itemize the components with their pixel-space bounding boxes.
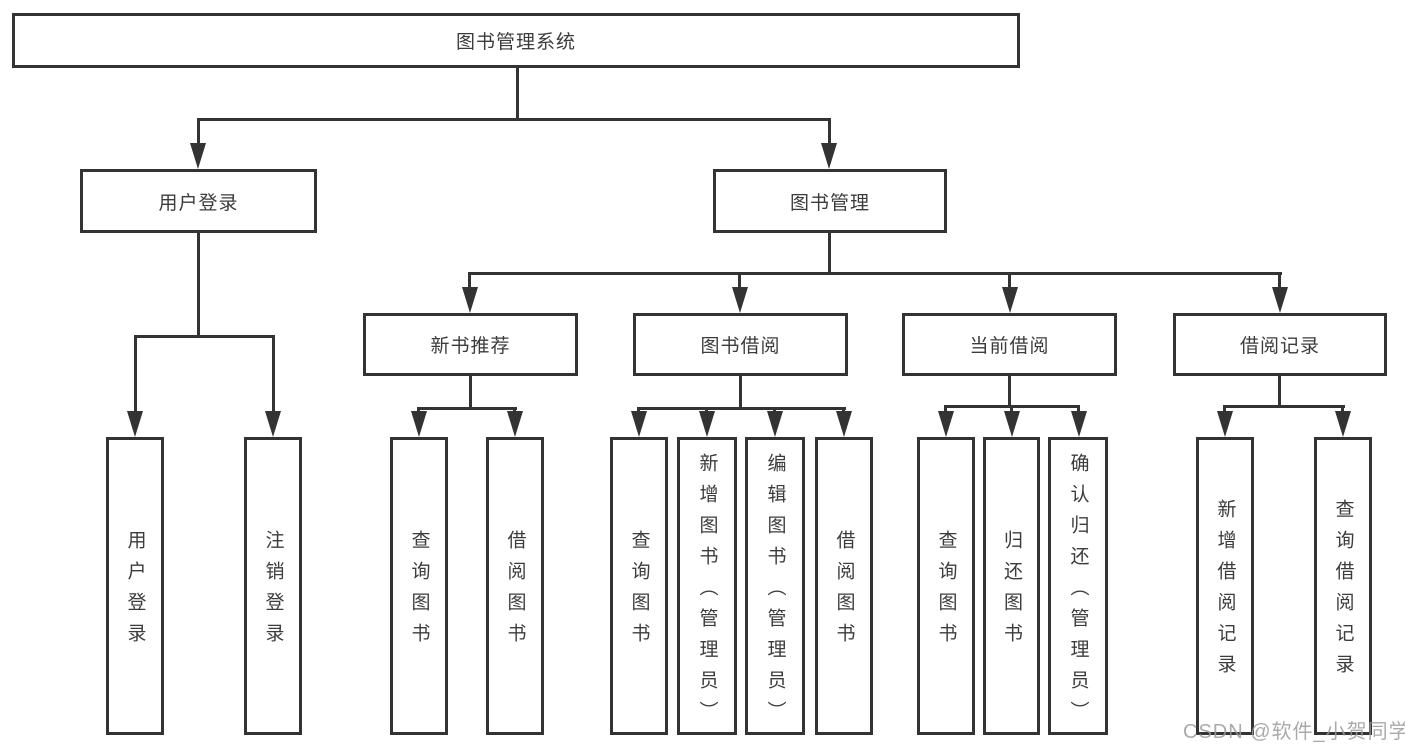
connector-vline	[1278, 272, 1281, 289]
leaf-recommend-borrow-books-label: 借阅图书	[504, 530, 526, 654]
arrow-down	[462, 287, 478, 313]
arrow-down	[1217, 411, 1233, 437]
branch-user-login: 用户登录	[80, 169, 317, 233]
leaf-records-add-borrow-record: 新增借阅记录	[1196, 437, 1254, 735]
leaf-borrowing-add-books-admin-label: 新增图书（管理员）	[696, 452, 718, 732]
arrow-down	[631, 411, 647, 437]
leaf-borrowing-edit-books-admin-label: 编辑图书（管理员）	[764, 452, 786, 732]
connector-vline	[944, 405, 947, 415]
leaf-borrowing-query-books: 查询图书	[610, 437, 668, 735]
connector-vline	[1278, 376, 1281, 408]
group-book-borrowing: 图书借阅	[633, 313, 848, 376]
connector-vline	[197, 118, 200, 146]
group-new-book-recommend-label: 新书推荐	[430, 336, 511, 357]
leaf-current-return-books-label: 归还图书	[1001, 530, 1022, 654]
csdn-watermark: CSDN @软件_小贺同学	[1183, 721, 1405, 743]
arrow-down	[1335, 411, 1351, 437]
leaf-current-return-books: 归还图书	[983, 437, 1040, 735]
connector-hline	[197, 118, 831, 121]
connector-vline	[738, 272, 741, 289]
arrow-down	[1272, 287, 1288, 313]
branch-book-management-label: 图书管理	[789, 192, 870, 214]
group-current-borrowing-label: 当前借阅	[969, 336, 1050, 357]
leaf-current-query-books: 查询图书	[917, 437, 975, 735]
root-node-library-management-system: 图书管理系统	[12, 13, 1020, 68]
leaf-user-login: 用户登录	[106, 437, 164, 735]
connector-vline	[469, 376, 472, 410]
arrow-down	[938, 411, 954, 437]
arrow-down	[507, 411, 523, 437]
connector-vline	[197, 233, 200, 337]
connector-vline	[1077, 405, 1080, 415]
arrow-down	[821, 143, 837, 169]
leaf-logout: 注销登录	[244, 437, 302, 735]
group-current-borrowing: 当前借阅	[902, 313, 1117, 376]
branch-user-login-label: 用户登录	[158, 192, 239, 214]
leaf-borrowing-add-books-admin: 新增图书（管理员）	[677, 437, 737, 735]
connector-vline	[516, 68, 519, 120]
group-borrow-records-label: 借阅记录	[1239, 336, 1320, 357]
connector-vline	[468, 272, 471, 289]
leaf-recommend-borrow-books: 借阅图书	[486, 437, 544, 735]
connector-vline	[739, 376, 742, 410]
arrow-down	[411, 411, 427, 437]
connector-hline	[469, 272, 1282, 275]
leaf-user-login-label: 用户登录	[124, 530, 146, 654]
leaf-current-confirm-return-admin-label: 确认归还（管理员）	[1067, 452, 1089, 732]
arrow-down	[1004, 411, 1020, 437]
connector-vline	[1341, 405, 1344, 415]
arrow-down	[732, 287, 748, 313]
arrow-down	[265, 411, 281, 437]
root-node-label: 图书管理系统	[455, 32, 576, 53]
connector-vline	[272, 335, 275, 413]
connector-vline	[134, 335, 137, 413]
connector-vline	[1010, 405, 1013, 415]
connector-hline	[638, 407, 846, 410]
leaf-recommend-query-books: 查询图书	[390, 437, 448, 735]
branch-book-management: 图书管理	[713, 169, 947, 233]
group-new-book-recommend: 新书推荐	[363, 313, 578, 376]
leaf-logout-label: 注销登录	[262, 530, 284, 654]
leaf-records-add-borrow-record-label: 新增借阅记录	[1214, 499, 1236, 685]
arrow-down	[190, 143, 206, 169]
connector-vline	[828, 233, 831, 275]
connector-vline	[828, 118, 831, 146]
leaf-borrowing-query-books-label: 查询图书	[628, 530, 650, 654]
connector-hline	[1224, 405, 1345, 408]
leaf-current-query-books-label: 查询图书	[935, 530, 957, 654]
connector-hline	[418, 407, 517, 410]
leaf-borrowing-edit-books-admin: 编辑图书（管理员）	[745, 437, 805, 735]
arrow-down	[1002, 287, 1018, 313]
arrow-down	[699, 411, 715, 437]
leaf-records-query-borrow-record-label: 查询借阅记录	[1332, 499, 1354, 685]
arrow-down	[767, 411, 783, 437]
group-borrow-records: 借阅记录	[1173, 313, 1387, 376]
leaf-borrowing-borrow-books: 借阅图书	[815, 437, 873, 735]
leaf-records-query-borrow-record: 查询借阅记录	[1314, 437, 1372, 735]
connector-vline	[1008, 376, 1011, 408]
arrow-down	[836, 411, 852, 437]
arrow-down	[127, 411, 143, 437]
connector-vline	[1223, 405, 1226, 415]
leaf-current-confirm-return-admin: 确认归还（管理员）	[1048, 437, 1108, 735]
arrow-down	[1071, 411, 1087, 437]
group-book-borrowing-label: 图书借阅	[700, 336, 781, 357]
leaf-borrowing-borrow-books-label: 借阅图书	[833, 530, 855, 654]
connector-hline	[134, 335, 275, 338]
connector-vline	[1008, 272, 1011, 289]
leaf-recommend-query-books-label: 查询图书	[408, 530, 430, 654]
